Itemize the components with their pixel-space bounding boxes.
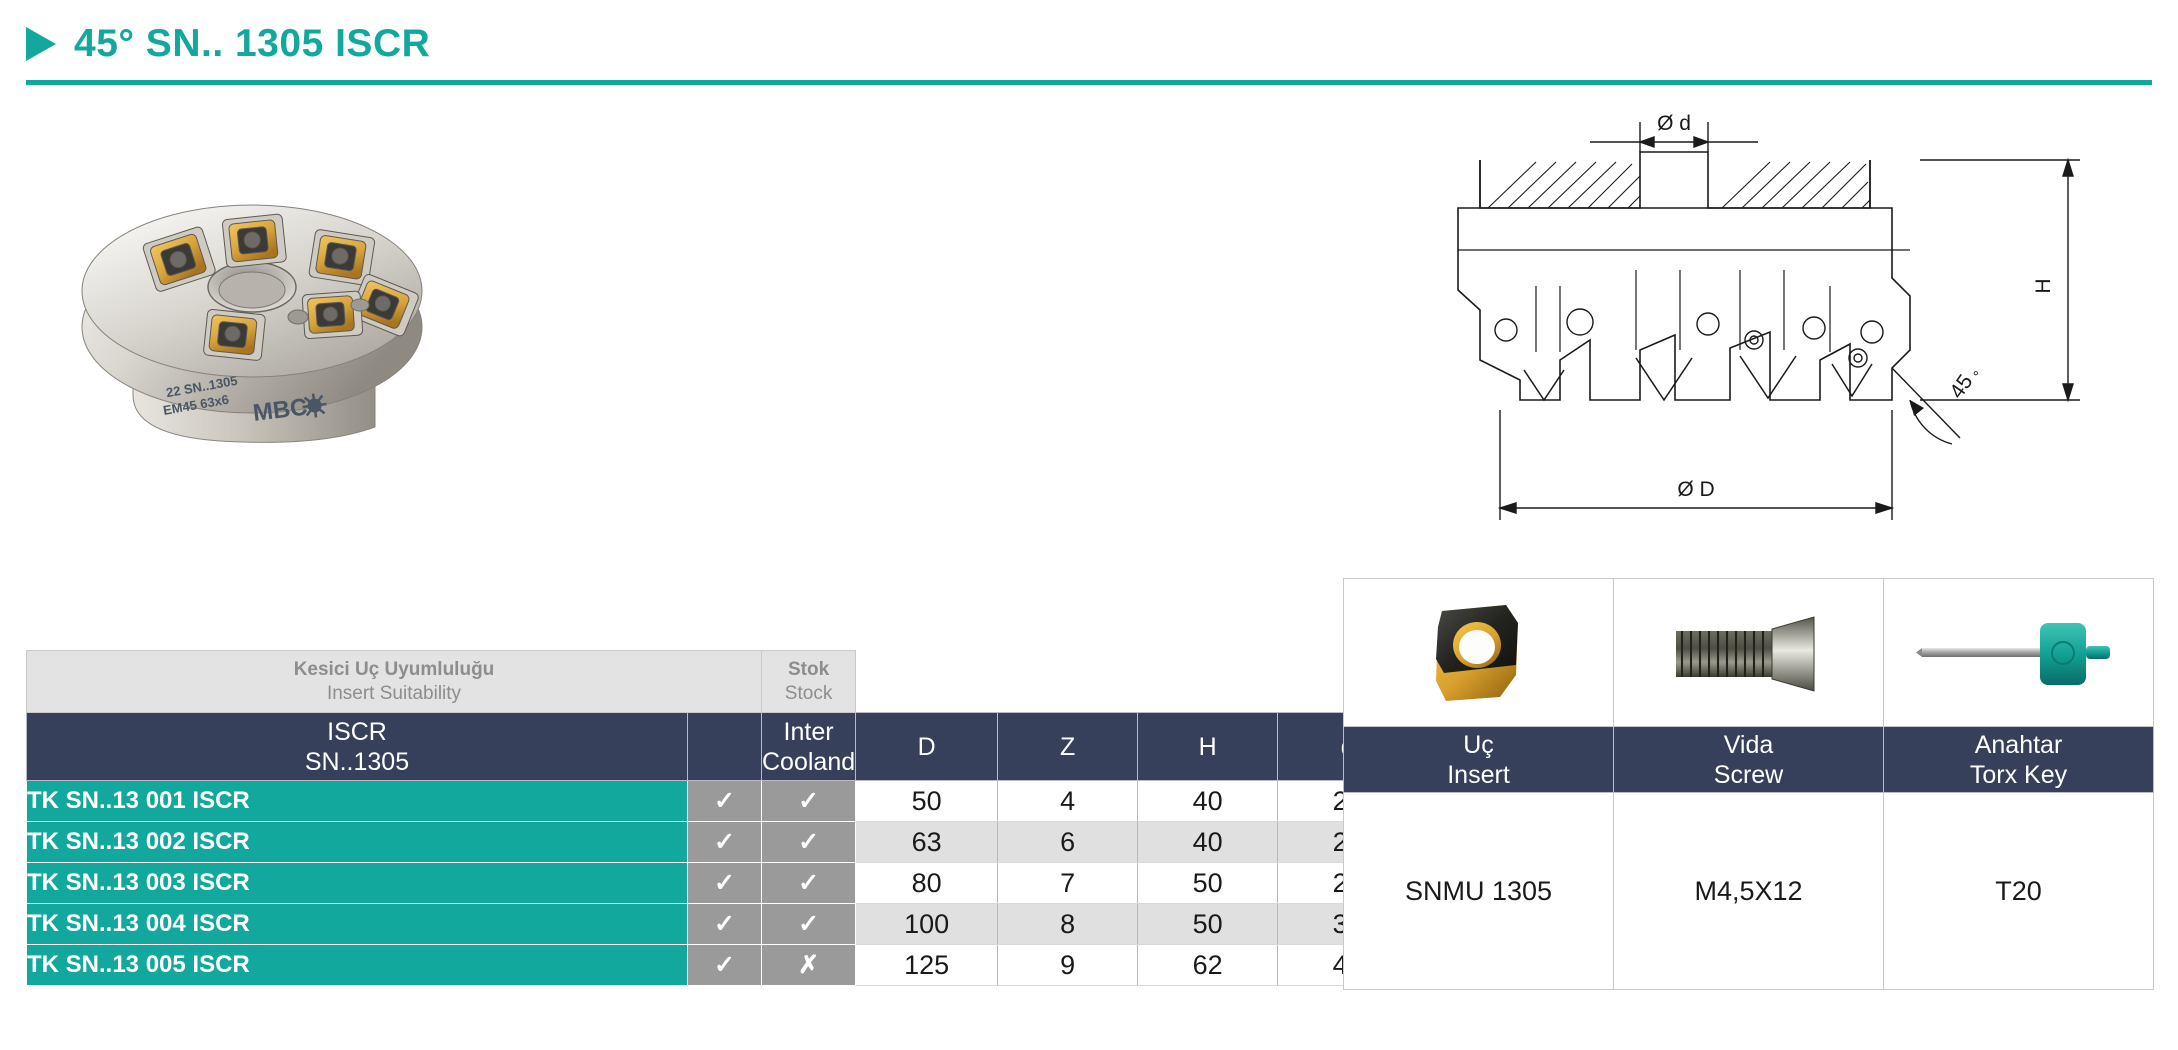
dim-label-H: H xyxy=(2032,278,2055,293)
table-row[interactable]: TK SN..13 003 ISCR ✓ ✓ 80 7 50 27 xyxy=(26,862,1419,904)
screw-icon xyxy=(1675,615,1814,692)
column-header-D: D xyxy=(855,712,999,781)
row-stock-mark: ✓ xyxy=(687,862,762,904)
column-header-code: ISCR SN..1305 xyxy=(26,712,688,781)
dim-label-D: Ø D xyxy=(1677,478,1714,501)
accessories-table: Uç Insert Vida Screw Anahtar Torx Key SN… xyxy=(1343,578,2154,990)
column-header-Z: Z xyxy=(997,712,1139,781)
row-value-H: 40 xyxy=(1137,821,1279,863)
accessory-header-screw: Vida Screw xyxy=(1613,726,1884,793)
screw-image-cell xyxy=(1613,578,1884,727)
column-header-row: ISCR SN..1305 Inter Cooland D Z H d xyxy=(26,712,1419,781)
accessory-value-row: SNMU 1305 M4,5X12 T20 xyxy=(1343,792,2154,990)
insert-image-cell xyxy=(1343,578,1614,727)
row-value-H: 50 xyxy=(1137,862,1279,904)
row-stock-mark: ✓ xyxy=(687,821,762,863)
accessory-screw-en: Screw xyxy=(1713,760,1784,789)
brand-text: MBC xyxy=(251,393,309,426)
column-header-stock xyxy=(687,712,762,781)
col-code-line2: SN..1305 xyxy=(304,747,410,776)
row-code: TK SN..13 004 ISCR xyxy=(26,903,688,945)
col-coolant-line1: Inter xyxy=(783,717,834,746)
insert-suitability-header: Kesici Uç Uyumluluğu Insert Suitability xyxy=(26,650,762,713)
accessory-image-row xyxy=(1343,578,2154,727)
row-stock-mark: ✓ xyxy=(687,944,762,986)
stock-header-tr: Stok xyxy=(787,658,830,680)
row-code: TK SN..13 002 ISCR xyxy=(26,821,688,863)
row-coolant-mark: ✓ xyxy=(760,821,857,863)
play-triangle-icon xyxy=(26,27,56,61)
row-value-D: 50 xyxy=(855,780,999,822)
row-value-H: 40 xyxy=(1137,780,1279,822)
table-row[interactable]: TK SN..13 004 ISCR ✓ ✓ 100 8 50 32 xyxy=(26,903,1419,945)
technical-drawing: Ø d Ø D H xyxy=(1440,100,2160,570)
accessory-header-torx: Anahtar Torx Key xyxy=(1883,726,2154,793)
row-value-Z: 6 xyxy=(997,821,1139,863)
col-coolant-line2: Cooland xyxy=(762,747,856,776)
col-code-line1: ISCR xyxy=(327,717,387,746)
row-value-Z: 7 xyxy=(997,862,1139,904)
accessory-value-torx: T20 xyxy=(1883,792,2154,990)
insert-suitability-tr: Kesici Uç Uyumluluğu xyxy=(293,658,495,680)
accessory-header-row: Uç Insert Vida Screw Anahtar Torx Key xyxy=(1343,726,2154,793)
accessory-torx-en: Torx Key xyxy=(1969,760,2068,789)
page-header: 45° SN.. 1305 ISCR xyxy=(26,22,430,66)
product-photo: EM45 63x6 22 SN..1305 MBC xyxy=(30,95,620,445)
row-value-D: 63 xyxy=(855,821,999,863)
accessory-torx-tr: Anahtar xyxy=(1974,730,2063,759)
row-code: TK SN..13 003 ISCR xyxy=(26,862,688,904)
torx-key-image-cell xyxy=(1883,578,2154,727)
page-title: 45° SN.. 1305 ISCR xyxy=(74,22,431,65)
row-code: TK SN..13 001 ISCR xyxy=(26,780,688,822)
row-value-Z: 9 xyxy=(997,944,1139,986)
group-header-row: Kesici Uç Uyumluluğu Insert Suitability … xyxy=(26,650,1418,713)
row-code: TK SN..13 005 ISCR xyxy=(26,944,688,986)
row-value-Z: 4 xyxy=(997,780,1139,822)
header-divider xyxy=(26,80,2152,85)
accessory-value-screw: M4,5X12 xyxy=(1613,792,1884,990)
torx-key-icon xyxy=(1915,622,2110,685)
accessory-insert-en: Insert xyxy=(1447,760,1510,789)
table-row[interactable]: TK SN..13 005 ISCR ✓ ✗ 125 9 62 40 xyxy=(26,944,1419,986)
row-stock-mark: ✓ xyxy=(687,903,762,945)
row-coolant-mark: ✓ xyxy=(760,903,857,945)
row-value-H: 50 xyxy=(1137,903,1279,945)
stock-header: Stok Stock xyxy=(760,650,857,713)
brand-star-icon xyxy=(302,393,327,418)
accessory-header-insert: Uç Insert xyxy=(1343,726,1614,793)
row-value-D: 100 xyxy=(855,903,999,945)
column-header-H: H xyxy=(1137,712,1279,781)
column-header-inter-coolant: Inter Cooland xyxy=(760,712,857,781)
row-coolant-mark: ✓ xyxy=(760,780,857,822)
row-coolant-mark: ✗ xyxy=(760,944,857,986)
dim-label-d: Ø d xyxy=(1657,112,1691,135)
specification-table: Kesici Uç Uyumluluğu Insert Suitability … xyxy=(26,650,1419,986)
row-coolant-mark: ✓ xyxy=(760,862,857,904)
table-row[interactable]: TK SN..13 001 ISCR ✓ ✓ 50 4 40 22 xyxy=(26,780,1419,822)
accessory-value-insert: SNMU 1305 xyxy=(1343,792,1614,990)
insert-icon xyxy=(1435,604,1518,701)
row-value-Z: 8 xyxy=(997,903,1139,945)
row-value-D: 80 xyxy=(855,862,999,904)
row-value-H: 62 xyxy=(1137,944,1279,986)
accessory-screw-tr: Vida xyxy=(1723,730,1774,759)
row-stock-mark: ✓ xyxy=(687,780,762,822)
row-value-D: 125 xyxy=(855,944,999,986)
stock-header-en: Stock xyxy=(784,682,833,704)
accessory-insert-tr: Uç xyxy=(1463,730,1494,759)
insert-suitability-en: Insert Suitability xyxy=(326,682,462,704)
table-row[interactable]: TK SN..13 002 ISCR ✓ ✓ 63 6 40 22 xyxy=(26,821,1419,863)
